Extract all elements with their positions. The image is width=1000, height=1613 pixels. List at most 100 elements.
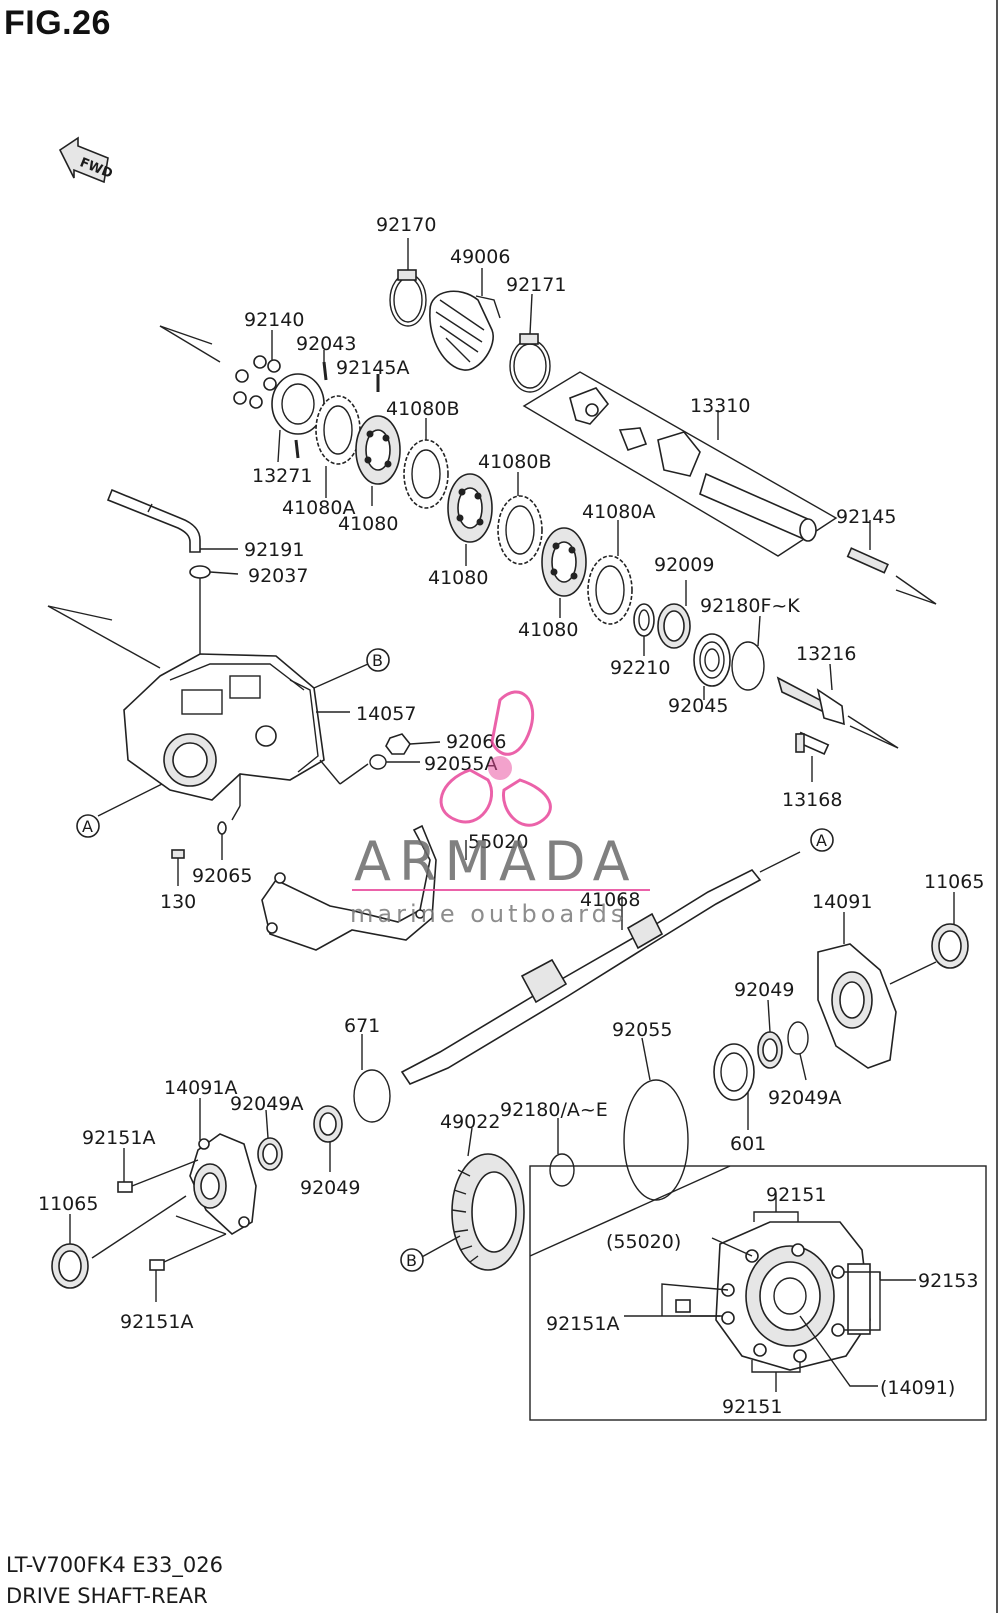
label-92153: 92153 [918,1270,978,1292]
label-92055: 92055 [612,1019,672,1041]
ref-marker-b-upper [366,648,390,672]
label-92066: 92066 [446,731,506,753]
label-14091A: 14091A [164,1077,237,1099]
label-92171: 92171 [506,274,566,296]
label-41080-3: 41080 [518,619,578,641]
shim-92180A-E [549,1118,575,1187]
label-41080-2: 41080 [428,567,488,589]
steel-plate-41080B-2 [497,472,543,565]
friction-plate-41080A-2 [587,520,633,625]
label-13310: 13310 [690,395,750,417]
clamp-92170 [389,238,427,327]
label-14091: 14091 [812,891,872,913]
label-13168: 13168 [782,789,842,811]
pin-13168 [795,731,830,782]
label-13216: 13216 [796,643,856,665]
gear-case-14057 [47,605,369,821]
seal-11065-left [51,1195,187,1289]
ref-marker-a-left [76,814,100,838]
label-92191: 92191 [244,539,304,561]
housing-14091 [817,912,897,1069]
label-ref-a-left: A [82,817,93,836]
ring-gear-49022 [419,1127,525,1271]
bearing-601 [713,1043,755,1130]
balls-92140 [159,325,281,409]
label-92170: 92170 [376,214,436,236]
friction-plate-41080A-1 [315,395,361,498]
label-14057: 14057 [356,703,416,725]
label-55020-ref: (55020) [606,1231,681,1253]
label-92049A-left: 92049A [230,1093,303,1115]
label-14091-ref: (14091) [880,1377,955,1399]
label-49022: 49022 [440,1111,500,1133]
label-92043: 92043 [296,333,356,355]
bolt-92151A-lower [149,1215,227,1302]
watermark-tagline: marine outboards [350,900,627,928]
clamp-92171 [509,293,551,393]
forward-direction-arrow: FWD [58,136,115,184]
friction-disc-41080-2 [447,473,493,566]
label-92145: 92145 [836,506,896,528]
friction-disc-41080-1 [355,415,401,506]
label-ref-b-lower: B [406,1251,417,1270]
label-92049A-right: 92049A [768,1087,841,1109]
label-92045: 92045 [668,695,728,717]
label-11065-right: 11065 [924,871,984,893]
label-92210: 92210 [610,657,670,679]
ref-marker-b-lower [400,1248,424,1272]
seal-92009 [657,580,691,649]
label-ref-b-upper: B [372,651,383,670]
label-130: 130 [160,891,196,913]
label-41080A-1: 41080A [282,497,355,519]
label-92180F-K: 92180F~K [700,595,800,617]
label-41080-1: 41080 [338,513,398,535]
label-92049-right: 92049 [734,979,794,1001]
label-92140: 92140 [244,309,304,331]
label-92145A: 92145A [336,357,409,379]
spring-92145 [846,520,937,605]
steel-plate-41080B-1 [403,418,449,509]
propeller-shaft-13310 [522,371,838,557]
label-92151-top: 92151 [766,1184,826,1206]
seal-11065-right [889,892,969,985]
pins-92043 [294,350,380,459]
label-41080B-2: 41080B [478,451,551,473]
seal-92049-right [757,999,783,1069]
ref-marker-a-right [810,828,834,852]
bracket-55020 [261,824,467,951]
seal-92210 [633,603,655,656]
label-41080B-1: 41080B [386,398,459,420]
label-55020: 55020 [468,831,528,853]
label-601: 601 [730,1133,766,1155]
oring-92055A [369,754,420,770]
label-92151-bottom: 92151 [722,1396,782,1418]
friction-disc-41080-3 [541,527,587,618]
watermark-brand: ARMADA [354,830,638,893]
label-ref-a-right: A [816,831,827,850]
label-92151A-upper: 92151A [82,1127,155,1149]
label-92037: 92037 [248,565,308,587]
label-92049-left: 92049 [300,1177,360,1199]
oring-671 [353,1034,391,1123]
section-name: DRIVE SHAFT-REAR [6,1584,208,1608]
label-41080A-2: 41080A [582,501,655,523]
label-49006: 49006 [450,246,510,268]
seal-92049A-left [257,1109,283,1171]
shim-92049A-right [787,1021,809,1081]
label-92180A-E: 92180/A~E [500,1099,608,1121]
housing-14091A [189,1098,257,1235]
frame-border [996,0,998,1613]
shim-92180F-K [731,615,765,691]
plug-92066 [385,733,441,755]
label-92151A-lower: 92151A [120,1311,193,1333]
boot-49006 [429,268,501,371]
breather-hose-92191 [106,488,239,660]
model-code: LT-V700FK4 E33_026 [6,1553,223,1577]
bolt-130 [171,849,185,886]
label-92065: 92065 [192,865,252,887]
label-13271: 13271 [252,465,312,487]
watermark-logo: ARMADA marine outboards [350,690,650,928]
bolt-92151A-upper [117,1148,199,1193]
